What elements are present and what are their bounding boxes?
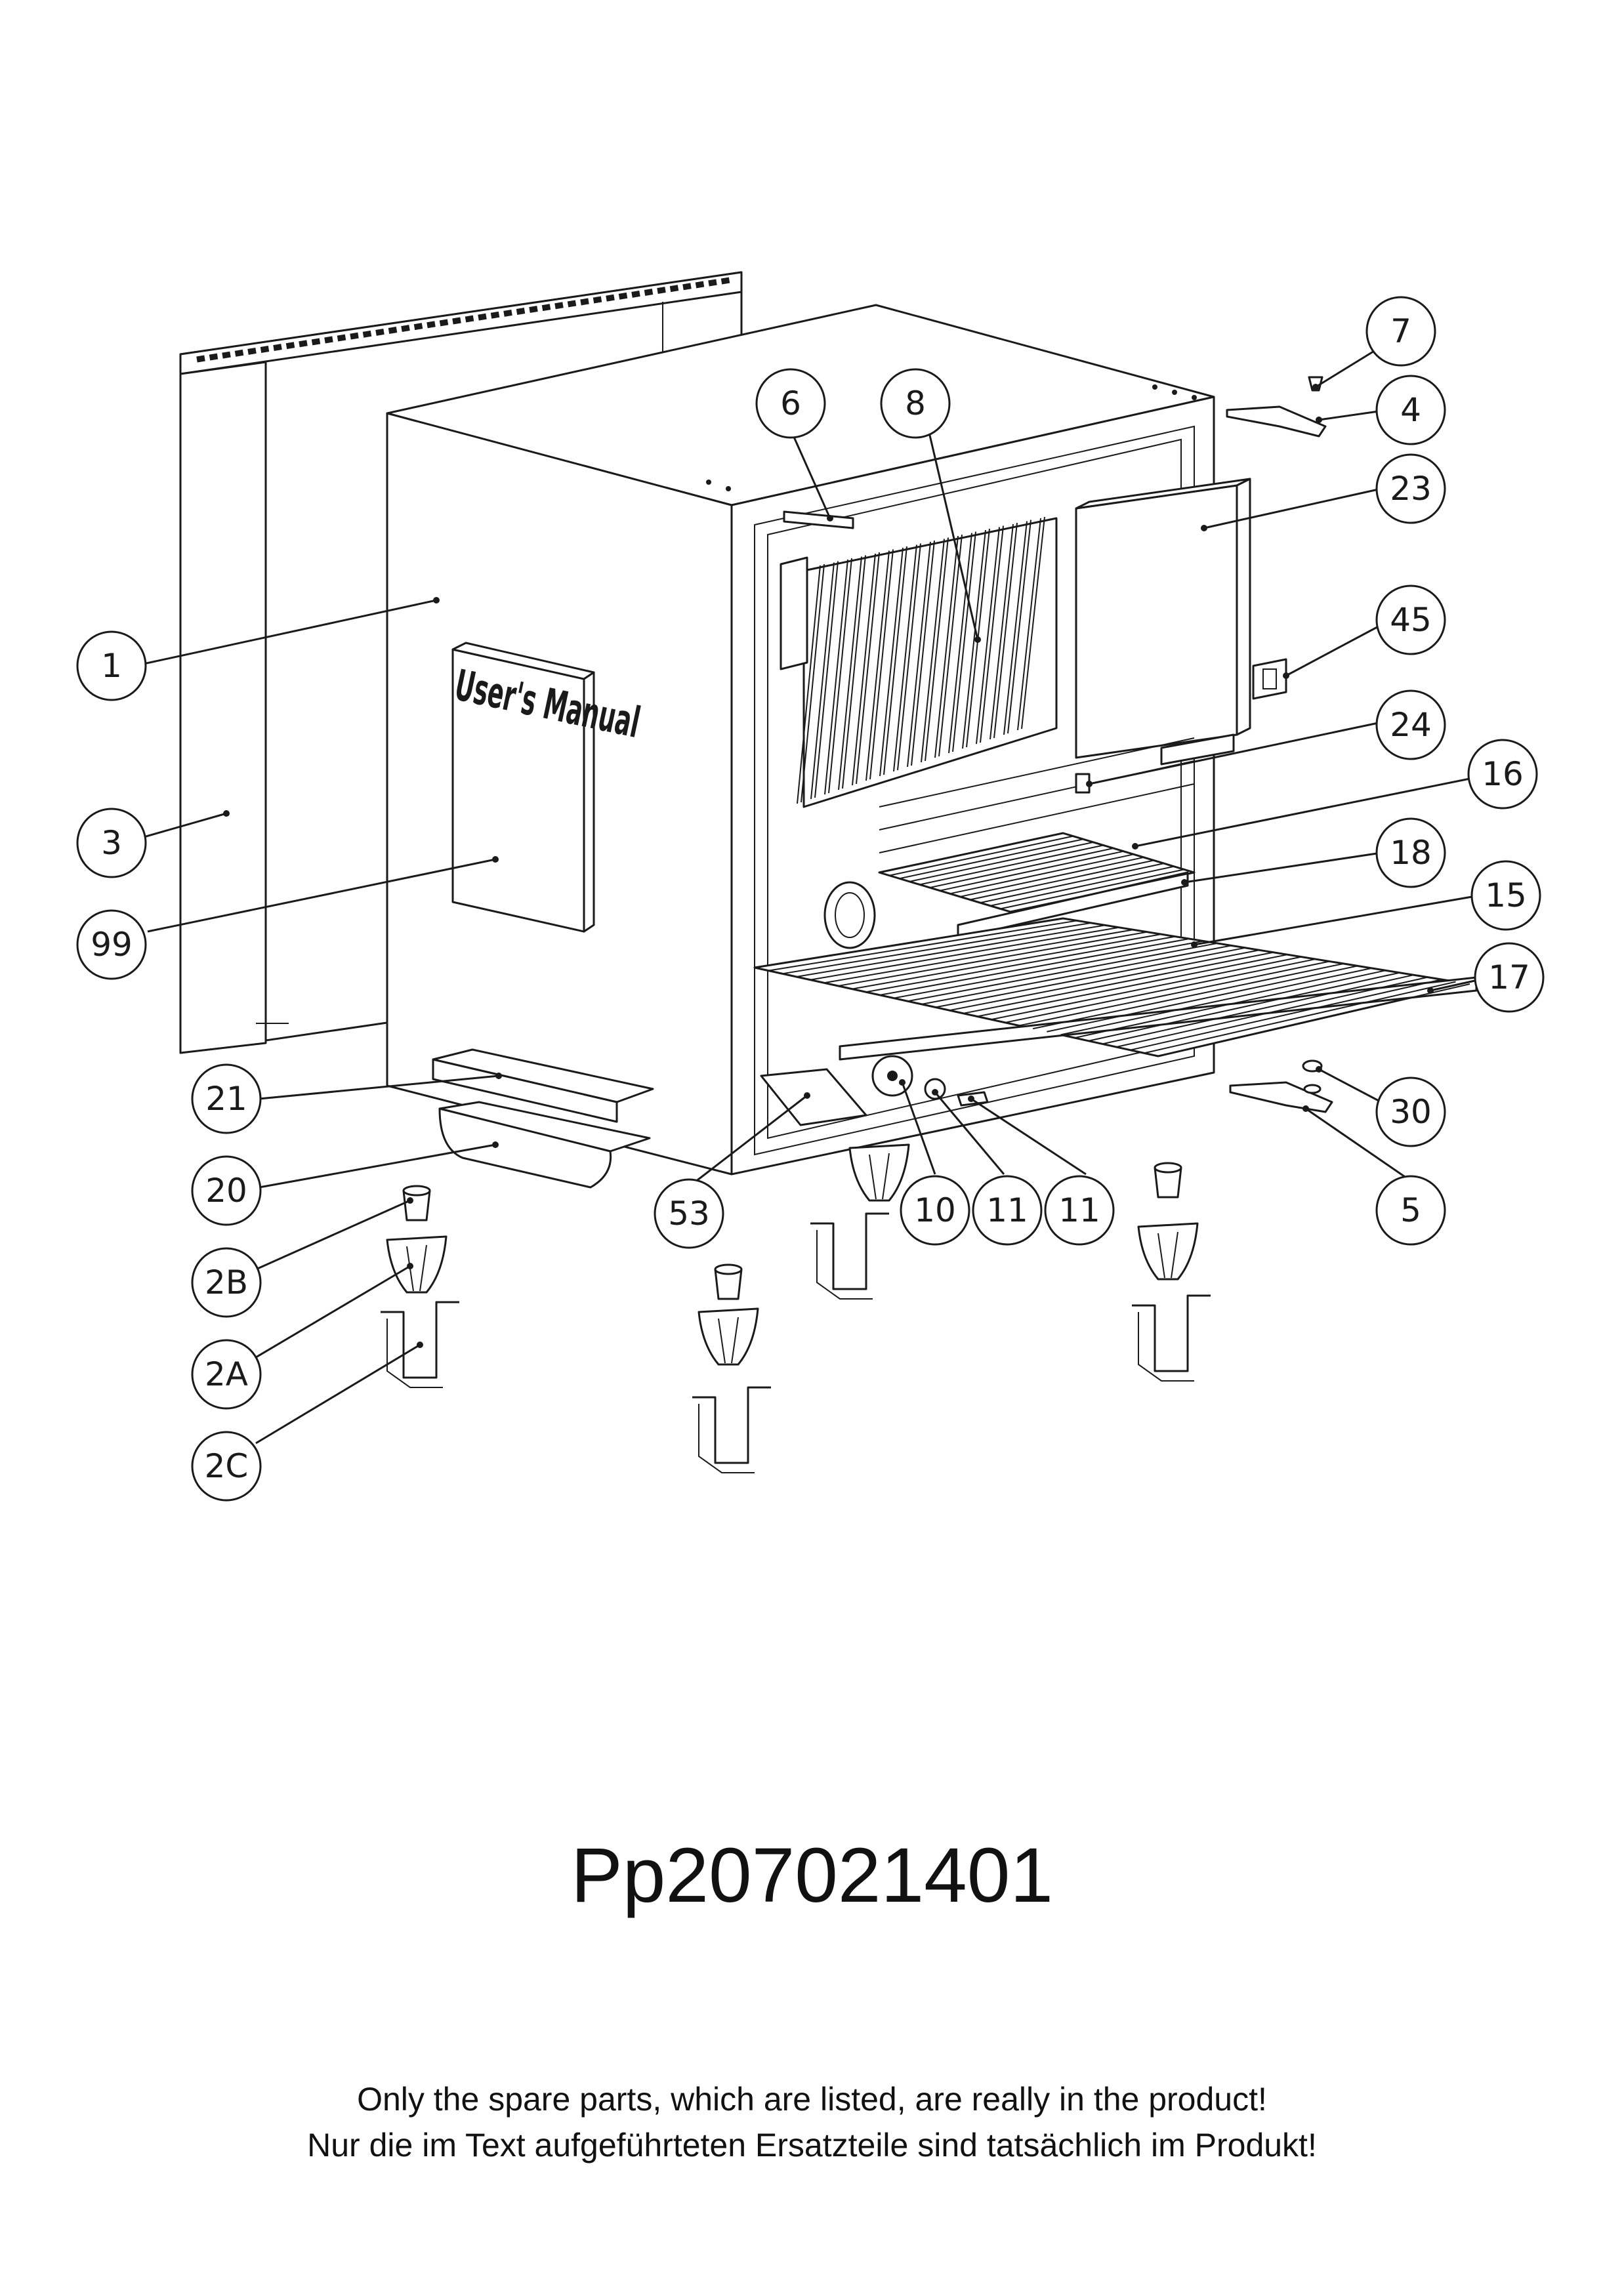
leader-2A xyxy=(249,1265,411,1363)
wire-shelves xyxy=(878,737,1196,939)
callout-45: 45 xyxy=(1375,584,1446,655)
foot-rear-center xyxy=(848,1143,910,1202)
callout-number: 17 xyxy=(1488,958,1530,996)
callout-number: 15 xyxy=(1485,876,1527,914)
callout-number: 23 xyxy=(1390,470,1432,508)
callout-number: 53 xyxy=(668,1195,710,1233)
top-hinge-plate xyxy=(1226,376,1327,438)
callout-21: 21 xyxy=(191,1063,262,1134)
leader-2C xyxy=(255,1343,421,1445)
callout-number: 20 xyxy=(205,1172,247,1210)
callout-number: 2A xyxy=(205,1355,248,1393)
callout-15: 15 xyxy=(1470,860,1541,931)
callout-number: 8 xyxy=(905,384,926,422)
leader-99 xyxy=(147,858,496,933)
leader-3 xyxy=(134,812,227,841)
callout-number: 18 xyxy=(1390,834,1432,872)
callout-1: 1 xyxy=(76,630,147,701)
callout-10: 10 xyxy=(900,1175,970,1246)
freezer-door-panel xyxy=(1075,478,1251,766)
callout-16: 16 xyxy=(1467,739,1538,810)
callout-2B: 2B xyxy=(191,1247,262,1318)
door-latch xyxy=(1252,658,1287,700)
callout-5: 5 xyxy=(1375,1175,1446,1246)
leader-45 xyxy=(1285,622,1385,677)
leader-15 xyxy=(1194,894,1480,946)
callout-number: 7 xyxy=(1390,312,1411,350)
callout-number: 30 xyxy=(1390,1093,1432,1131)
leader-20 xyxy=(259,1143,496,1189)
callout-8: 8 xyxy=(880,368,951,439)
callout-7: 7 xyxy=(1365,296,1436,367)
callout-2C: 2C xyxy=(191,1431,262,1502)
callout-99: 99 xyxy=(76,909,147,980)
callout-number: 5 xyxy=(1400,1191,1421,1229)
foot-bracket-middle xyxy=(810,1212,889,1300)
callout-number: 2C xyxy=(205,1447,249,1485)
callout-number: 99 xyxy=(91,926,133,964)
callout-number: 16 xyxy=(1482,755,1524,793)
callout-3: 3 xyxy=(76,808,147,878)
leader-5 xyxy=(1305,1107,1411,1182)
leader-8 xyxy=(927,429,979,640)
thermostat-knob xyxy=(823,881,876,949)
callout-24: 24 xyxy=(1375,689,1446,760)
bottom-shelf xyxy=(753,917,1478,1061)
callout-23: 23 xyxy=(1375,453,1446,524)
leader-1 xyxy=(134,599,437,667)
callout-20: 20 xyxy=(191,1155,262,1226)
callout-4: 4 xyxy=(1375,375,1446,445)
callout-number: 11 xyxy=(1058,1191,1100,1229)
leader-16 xyxy=(1135,776,1477,848)
callout-18: 18 xyxy=(1375,817,1446,888)
leader-53 xyxy=(692,1094,808,1185)
drip-trays xyxy=(432,1048,654,1189)
spare-parts-note-english: Only the spare parts, which are listed, … xyxy=(357,2081,1267,2118)
leader-18 xyxy=(1184,851,1382,884)
callout-number: 1 xyxy=(101,647,122,685)
callout-number: 10 xyxy=(914,1191,956,1229)
leader-11b xyxy=(970,1097,1087,1176)
door-bottom-lip xyxy=(760,1068,867,1126)
bottom-hinge-plate xyxy=(1229,1059,1333,1113)
leader-10 xyxy=(901,1082,936,1175)
callout-11: 11 xyxy=(1044,1175,1115,1246)
evaporator-unit xyxy=(780,516,1058,808)
callout-number: 45 xyxy=(1390,601,1432,639)
callout-53: 53 xyxy=(654,1178,724,1249)
callout-11: 11 xyxy=(972,1175,1043,1246)
callout-number: 2B xyxy=(205,1263,248,1302)
callout-17: 17 xyxy=(1474,942,1545,1013)
foot-assembly-left xyxy=(381,1185,459,1388)
callout-number: 6 xyxy=(780,384,801,422)
callout-number: 24 xyxy=(1390,706,1432,744)
callout-number: 11 xyxy=(986,1191,1028,1229)
callout-number: 21 xyxy=(205,1080,247,1118)
callout-2A: 2A xyxy=(191,1339,262,1410)
document-code: Pp207021401 xyxy=(571,1832,1053,1919)
callout-number: 4 xyxy=(1400,391,1421,429)
leader-30 xyxy=(1318,1068,1382,1103)
leader-11a xyxy=(934,1092,1005,1175)
leader-2B xyxy=(255,1199,411,1271)
foot-assembly-right xyxy=(1132,1162,1211,1382)
leader-6 xyxy=(789,429,831,519)
callout-number: 3 xyxy=(101,824,122,862)
foot-assembly-center xyxy=(692,1263,771,1473)
spare-parts-note-german: Nur die im Text aufgeführteten Ersatztei… xyxy=(307,2127,1317,2163)
callout-30: 30 xyxy=(1375,1076,1446,1147)
leader-21 xyxy=(259,1075,499,1100)
leader-23 xyxy=(1203,487,1382,529)
callout-6: 6 xyxy=(755,368,826,439)
leader-24 xyxy=(1089,720,1385,785)
